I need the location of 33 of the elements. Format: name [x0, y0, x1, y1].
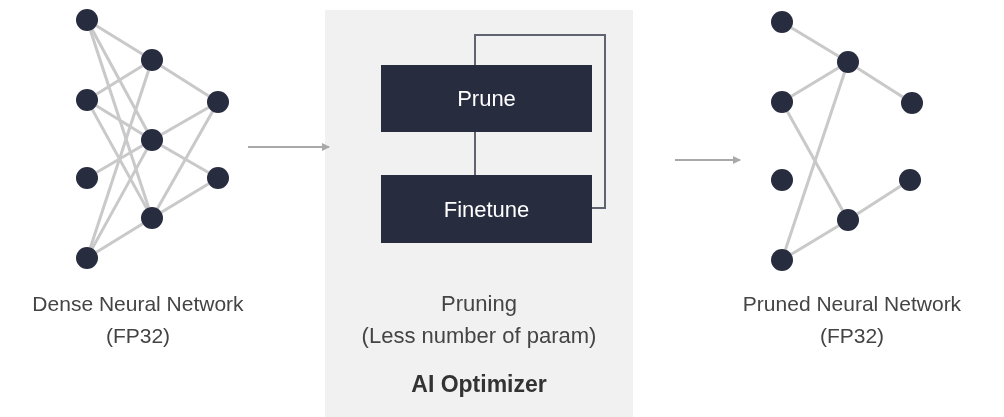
connector-line	[95, 222, 144, 254]
arrow	[247, 143, 330, 151]
connector-line	[474, 34, 606, 209]
connector-line	[784, 71, 846, 251]
connector-line	[89, 30, 150, 208]
network-caption: Dense Neural Network (FP32)	[31, 291, 245, 349]
connector-line	[156, 110, 214, 210]
connector-line	[790, 66, 840, 98]
connector-line	[790, 224, 840, 256]
connector-line	[474, 131, 476, 176]
process-box: Prune	[381, 65, 592, 132]
connector-line	[90, 28, 149, 132]
connector-line	[91, 148, 148, 250]
optimizer-panel	[325, 10, 633, 417]
connector-line	[95, 24, 144, 56]
panel-caption: Pruning (Less number of param)	[360, 290, 598, 350]
connector-line	[95, 144, 144, 174]
connector-line	[89, 70, 150, 248]
connector-line	[160, 64, 210, 98]
connector-line	[786, 110, 844, 212]
connector-line	[160, 144, 210, 174]
arrow	[674, 156, 741, 164]
connector-line	[95, 104, 144, 136]
connector-line	[790, 26, 840, 58]
process-box: Finetune	[381, 175, 592, 243]
connector-line	[160, 106, 210, 136]
network-caption: Pruned Neural Network (FP32)	[741, 291, 963, 349]
connector-line	[856, 184, 902, 216]
connector-line	[95, 64, 144, 96]
panel-title: AI Optimizer	[410, 370, 548, 399]
connector-line	[91, 108, 148, 210]
connector-line	[160, 182, 210, 214]
connector-line	[856, 66, 904, 99]
